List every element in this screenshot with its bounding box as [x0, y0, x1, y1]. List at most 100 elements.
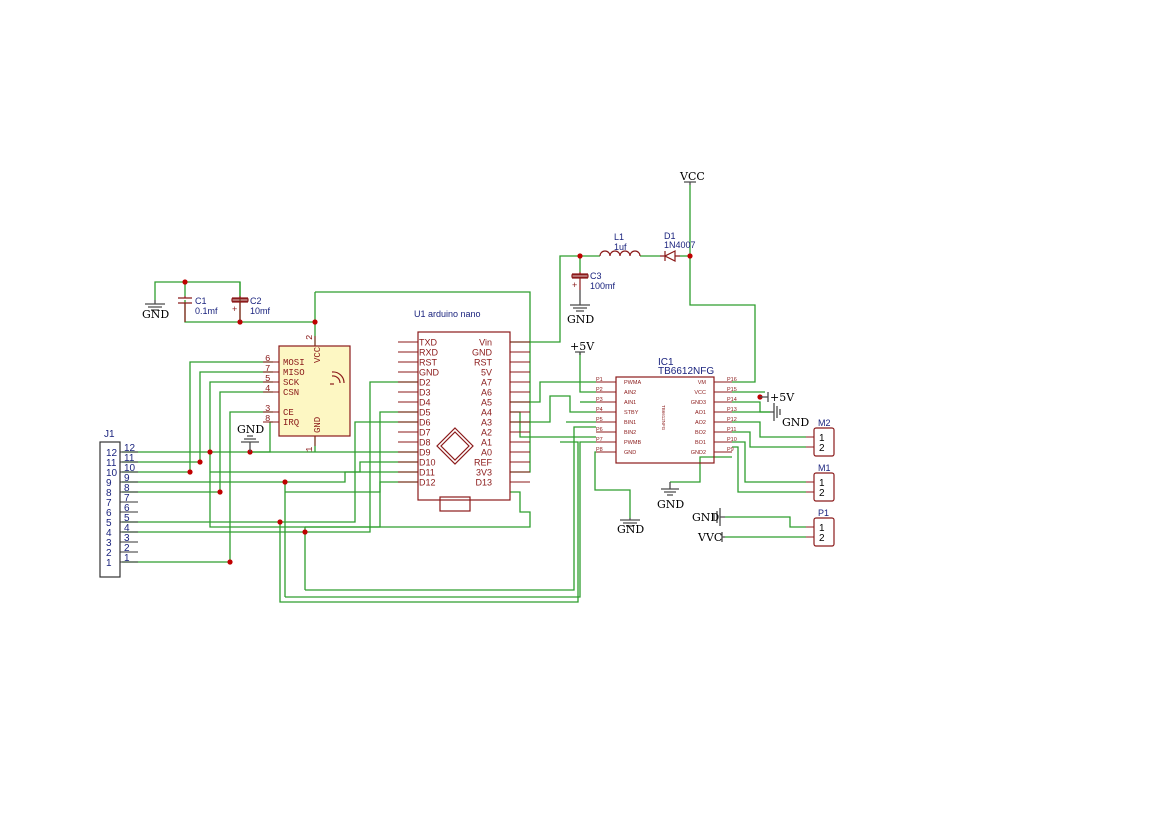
nrf-vcc-num: 2	[305, 335, 315, 340]
u1-right-pin-label: A1	[481, 438, 492, 448]
capacitor-c1: C1 0.1mf	[178, 296, 218, 322]
gnd-symbol: GND	[617, 518, 644, 536]
ic1-left-pin-name: PWMB	[624, 440, 641, 446]
antenna-icon	[330, 371, 345, 385]
nrf-pin-num: 8	[265, 414, 270, 424]
j1-pin-num-inner: 9	[124, 473, 130, 484]
u1-left-pin-label: RST	[419, 358, 438, 368]
j1-pin-num-inner: 4	[124, 523, 130, 534]
u1-right-pin-label: 3V3	[476, 468, 492, 478]
m1-pin-1: 1	[819, 478, 825, 489]
connector-m2: M2 1 2	[806, 418, 835, 457]
ic1-left-pin-name: PWMA	[624, 380, 641, 386]
p1-pin-1: 1	[819, 523, 825, 534]
c3-value: 100mf	[590, 281, 616, 291]
ic1-right-pin-name: VM	[698, 380, 707, 386]
junctions	[182, 253, 763, 565]
m2-pin-2: 2	[819, 443, 825, 454]
m2-pin-1: 1	[819, 433, 825, 444]
ic1-left-pin-name: AIN2	[624, 390, 636, 396]
l1-ref: L1	[614, 232, 624, 242]
vcc-symbol: VCC	[679, 170, 705, 185]
ic1-inner-label: TB6612NFG	[661, 405, 666, 431]
gnd-label: GND	[567, 313, 594, 326]
nrf-pin-num: 7	[265, 364, 270, 374]
nrf-pin-num: 3	[265, 404, 270, 414]
capacitor-c2: + C2 10mf	[231, 296, 271, 322]
j1-pin-num-inner: 1	[124, 553, 130, 564]
inductor-l1: L1 1uf	[599, 232, 641, 257]
ic1-body	[615, 376, 715, 464]
gnd-symbol: GND	[770, 403, 809, 429]
u1-right-pin-label: A6	[481, 388, 492, 398]
polarity-plus-icon: +	[232, 304, 237, 314]
ic1-left-pin-num: P5	[596, 417, 603, 423]
u1-left-pin-label: D2	[419, 378, 431, 388]
gnd-label: GND	[692, 511, 719, 524]
nrf-gnd-label: GND	[313, 417, 323, 433]
u1-left-pin-label: D10	[419, 458, 436, 468]
mcu-chip-inner	[440, 431, 470, 461]
ic1-right-pin-num: P13	[727, 407, 737, 413]
nrf-pin-name: MOSI	[283, 358, 305, 368]
j1-pin-num-inner: 7	[124, 493, 130, 504]
u1-right-pin-label: REF	[474, 458, 493, 468]
j1-pin-num-inner: 3	[124, 533, 130, 544]
u1-left-pin-label: D3	[419, 388, 431, 398]
junction-dot	[687, 253, 693, 259]
nrf-body	[278, 345, 351, 437]
j1-pin-num-outer: 9	[106, 478, 112, 489]
vvc-label: VVC	[697, 531, 722, 544]
j1-ref: J1	[104, 429, 115, 440]
c1-ref: C1	[195, 296, 207, 306]
u1-right-pin-label: A4	[481, 408, 492, 418]
gnd-symbol: GND	[657, 482, 684, 511]
m1-ref: M1	[818, 463, 831, 473]
l1-value: 1uf	[614, 242, 627, 252]
usb-connector-icon	[439, 496, 471, 512]
u1-right-pin-label: GND	[472, 348, 493, 358]
ic1-left-pin-num: P4	[596, 407, 603, 413]
j1-pin-num-inner: 6	[124, 503, 130, 514]
ic1-right-pin-num: P11	[727, 427, 736, 433]
ic1-right-pin-name: VCC	[694, 390, 706, 396]
nrf-pin-name: CSN	[283, 388, 299, 398]
gnd-label: GND	[142, 308, 169, 321]
u1-left-pin-label: D6	[419, 418, 431, 428]
mcu-chip-icon	[436, 427, 474, 465]
p5v-label: +5V	[770, 391, 795, 404]
j1-pin-num-outer: 1	[106, 558, 112, 569]
d1-ref: D1	[664, 231, 676, 241]
ic1-left-pin-num: P8	[596, 447, 603, 453]
ic1-value: TB6612NFG	[658, 366, 714, 377]
u1-left-pin-label: TXD	[419, 338, 438, 348]
polarity-plus-icon: +	[572, 280, 577, 290]
u1-left-pin-label: D11	[419, 468, 435, 478]
j1-pin-num-inner: 2	[124, 543, 130, 554]
c2-ref: C2	[250, 296, 262, 306]
gnd-symbol: GND	[692, 508, 725, 526]
m2-ref: M2	[818, 418, 831, 428]
u1-left-pin-label: D12	[419, 478, 436, 488]
m1-pin-2: 2	[819, 488, 825, 499]
j1-pin-num-outer: 6	[106, 508, 112, 519]
u1-right-pin-label: A5	[481, 398, 492, 408]
j1-pin-num-inner: 11	[124, 453, 135, 464]
ic1-ref: IC1	[658, 357, 674, 368]
j1-body	[99, 441, 121, 578]
j1-pin-num-outer: 5	[106, 518, 112, 529]
ic1-right-pin-num: P9	[727, 447, 734, 453]
j1-pin-num-inner: 8	[124, 483, 130, 494]
nrf-pin-num: 4	[265, 384, 270, 394]
p1-ref: P1	[818, 508, 829, 518]
vcc-label: VCC	[679, 170, 705, 183]
j1-pin-num-inner: 5	[124, 513, 130, 524]
u1-right-pin-label: 5V	[481, 368, 492, 378]
u1-left-pin-label: D7	[419, 428, 431, 438]
p5v-symbol: +5V	[760, 391, 795, 404]
nrf-vcc-label: VCC	[313, 346, 323, 363]
u1-right-pin-label: A2	[481, 428, 492, 438]
ic1-left-pin-name: BIN1	[624, 420, 636, 426]
